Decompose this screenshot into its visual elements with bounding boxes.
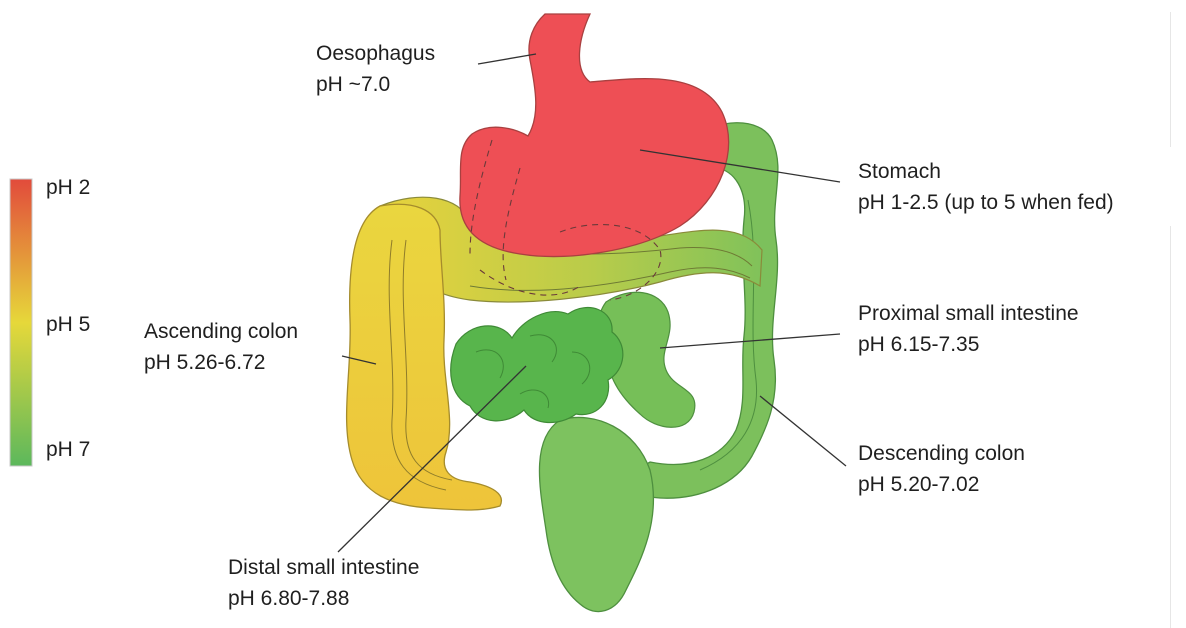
label-distal-small-intestine: Distal small intestine pH 6.80-7.88 bbox=[228, 552, 419, 614]
stomach-ph: pH 1-2.5 (up to 5 when fed) bbox=[858, 187, 1114, 218]
descending-colon-name: Descending colon bbox=[858, 438, 1025, 469]
scale-label-ph5: pH 5 bbox=[46, 313, 90, 337]
ascending-colon-name: Ascending colon bbox=[144, 316, 298, 347]
stomach bbox=[460, 14, 729, 256]
distal-small-intestine bbox=[451, 308, 623, 423]
ascending-colon-ph: pH 5.26-6.72 bbox=[144, 347, 298, 378]
label-descending-colon: Descending colon pH 5.20-7.02 bbox=[858, 438, 1025, 500]
label-oesophagus: Oesophagus pH ~7.0 bbox=[316, 38, 435, 100]
oesophagus-ph: pH ~7.0 bbox=[316, 69, 435, 100]
proximal-small-intestine-ph: pH 6.15-7.35 bbox=[858, 329, 1079, 360]
rectum bbox=[539, 417, 653, 611]
oesophagus-leader bbox=[478, 54, 536, 64]
label-stomach: Stomach pH 1-2.5 (up to 5 when fed) bbox=[858, 156, 1114, 218]
scale-label-ph2: pH 2 bbox=[46, 176, 90, 200]
proximal-small-intestine-name: Proximal small intestine bbox=[858, 298, 1079, 329]
label-ascending-colon: Ascending colon pH 5.26-6.72 bbox=[144, 316, 298, 378]
distal-small-intestine-name: Distal small intestine bbox=[228, 552, 419, 583]
descending-colon-leader bbox=[760, 396, 846, 466]
oesophagus-name: Oesophagus bbox=[316, 38, 435, 69]
ph-scale-bar bbox=[10, 179, 32, 466]
right-edge-rule-top bbox=[1170, 12, 1171, 147]
right-edge-rule-bottom bbox=[1170, 226, 1171, 628]
descending-colon-ph: pH 5.20-7.02 bbox=[858, 469, 1025, 500]
label-proximal-small-intestine: Proximal small intestine pH 6.15-7.35 bbox=[858, 298, 1079, 360]
scale-label-ph7: pH 7 bbox=[46, 438, 90, 462]
distal-small-intestine-ph: pH 6.80-7.88 bbox=[228, 583, 419, 614]
stomach-name: Stomach bbox=[858, 156, 1114, 187]
